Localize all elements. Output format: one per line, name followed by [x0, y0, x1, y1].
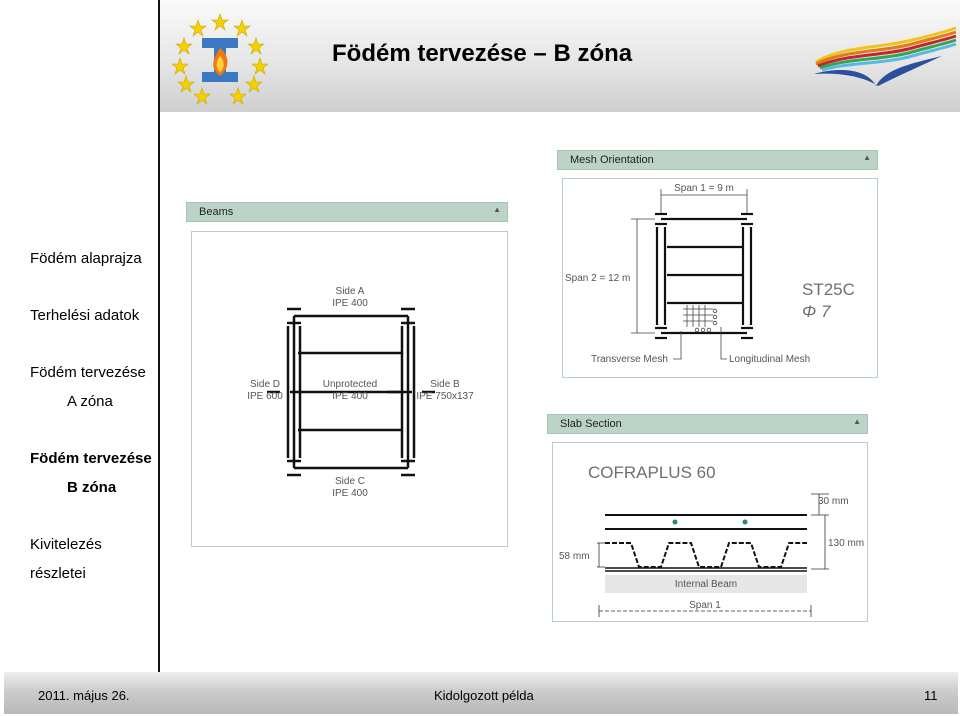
- mesh-diagram: Span 1 = 9 m Span 2 = 12 m Transverse Me…: [565, 183, 810, 365]
- transverse-mesh-label: Transverse Mesh: [591, 354, 668, 365]
- collapse-caret-icon[interactable]: ▲: [493, 205, 501, 214]
- internal-beam-label: Internal Beam: [675, 579, 737, 590]
- nav-item-terhelesi[interactable]: Terhelési adatok: [30, 307, 140, 324]
- unprotected-profile: IPE 400: [332, 391, 368, 402]
- side-b-profile: IPE 750x137: [416, 391, 474, 402]
- slab-panel-header[interactable]: Slab Section ▲: [547, 414, 868, 434]
- span-label: Span 1: [689, 600, 721, 611]
- footer-date: 2011. május 26.: [38, 688, 130, 703]
- collapse-caret-icon[interactable]: ▲: [853, 417, 861, 426]
- nav-item-tervezese-a[interactable]: Födém tervezése: [30, 364, 146, 381]
- slab-panel-title: Slab Section: [560, 418, 622, 430]
- slab-panel-body: 30 mm 130 mm 58 mm Internal Beam Span 1: [552, 442, 868, 622]
- sidebar-divider: [158, 0, 160, 672]
- side-c-label: Side C: [335, 476, 365, 487]
- longitudinal-mesh-label: Longitudinal Mesh: [729, 354, 810, 365]
- page-title: Födém tervezése – B zóna: [332, 40, 633, 67]
- side-a-label: Side A: [336, 286, 365, 297]
- side-d-profile: IPE 600: [247, 391, 283, 402]
- mesh-panel-body: Span 1 = 9 m Span 2 = 12 m Transverse Me…: [562, 178, 878, 378]
- mesh-bar-dot: [742, 519, 748, 525]
- mesh-panel-header[interactable]: Mesh Orientation ▲: [557, 150, 878, 170]
- nav-item-alaprajz[interactable]: Födém alaprajza: [30, 250, 142, 267]
- mesh-diameter-label: Φ 7: [802, 302, 831, 321]
- dim-30mm-label: 30 mm: [818, 496, 849, 507]
- side-c-profile: IPE 400: [332, 488, 368, 499]
- side-d-label: Side D: [250, 379, 280, 390]
- mesh-panel-title: Mesh Orientation: [570, 154, 654, 166]
- dim-58mm-label: 58 mm: [559, 551, 590, 562]
- mesh-type-label: ST25C: [802, 280, 855, 299]
- beams-panel-header[interactable]: Beams ▲: [186, 202, 508, 222]
- collapse-caret-icon[interactable]: ▲: [863, 153, 871, 162]
- side-a-profile: IPE 400: [332, 298, 368, 309]
- span2-label: Span 2 = 12 m: [565, 273, 630, 284]
- beams-panel-body: Side A IPE 400 Side D IPE 600 Unprotecte…: [191, 231, 508, 547]
- side-b-label: Side B: [430, 379, 460, 390]
- beams-panel-title: Beams: [199, 206, 234, 218]
- fire-logo-icon: [172, 13, 268, 105]
- nav-item-kivitelezes[interactable]: Kivitelezés: [30, 536, 102, 553]
- slab-section-diagram: 30 mm 130 mm 58 mm Internal Beam Span 1: [559, 493, 864, 617]
- unprotected-label: Unprotected: [323, 379, 377, 390]
- page-number: 11: [924, 688, 938, 703]
- nav-item-tervezese-b[interactable]: Födém tervezése: [30, 450, 152, 467]
- footer-bar: 2011. május 26. Kidolgozott példa 11: [4, 672, 958, 714]
- deck-type-label: COFRAPLUS 60: [588, 463, 716, 482]
- nav-item-tervezese-b-sub[interactable]: B zóna: [67, 479, 117, 496]
- eu-stars-icon: [172, 13, 268, 105]
- span1-label: Span 1 = 9 m: [674, 183, 734, 194]
- eu-programme-logo-icon: [814, 26, 957, 86]
- nav-item-kivitelezes-sub[interactable]: részletei: [30, 565, 86, 582]
- beams-diagram: Side A IPE 400 Side D IPE 600 Unprotecte…: [247, 286, 474, 499]
- mesh-bar-dot: [672, 519, 678, 525]
- footer-caption: Kidolgozott példa: [434, 688, 534, 703]
- nav-item-tervezese-a-sub[interactable]: A zóna: [67, 393, 113, 410]
- dim-130mm-label: 130 mm: [828, 538, 864, 549]
